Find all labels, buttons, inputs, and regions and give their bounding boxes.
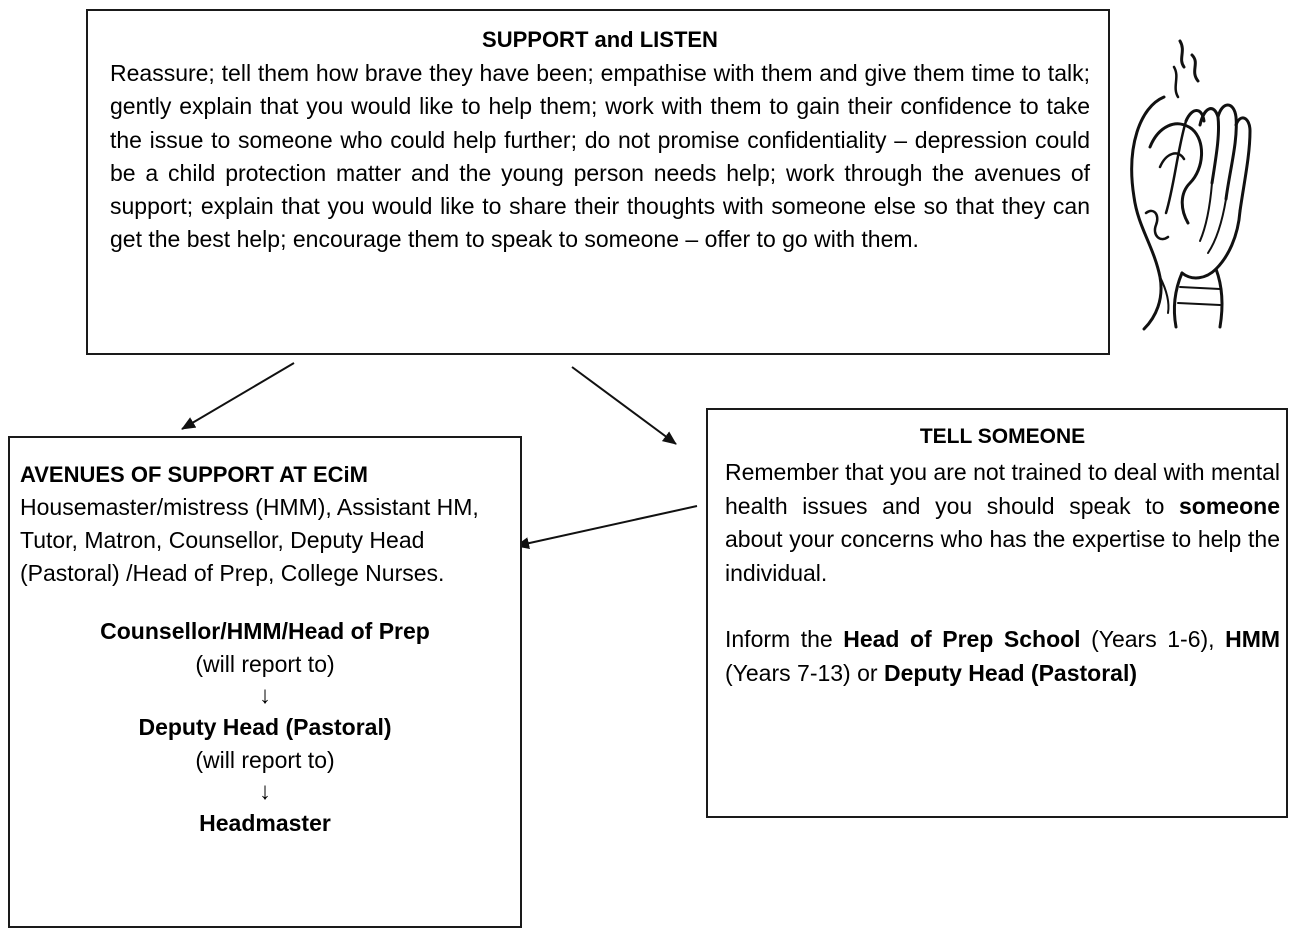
tell-p2-head-of-prep: Head of Prep School [843,626,1081,652]
arrow-to-avenues [181,362,295,430]
support-and-listen-box: SUPPORT and LISTEN Reassure; tell them h… [86,9,1110,355]
down-arrow-icon: ↓ [259,682,271,709]
tell-p2-years-7-13: (Years 7-13) or [725,659,884,686]
chain-report-1: (will report to) [195,651,335,677]
tell-p1-text: Remember that you are not trained to dea… [725,459,1280,519]
paragraph-gap [725,590,1280,623]
reporting-chain: Counsellor/HMM/Head of Prep (will report… [20,615,510,840]
chain-level-1: Counsellor/HMM/Head of Prep [100,618,430,644]
arrow-tell-to-avenues [515,505,698,550]
tell-p1-text-end: about your concerns who has the expertis… [725,526,1280,586]
tell-p2-text: Inform the [725,626,844,652]
chain-level-3: Headmaster [199,810,331,836]
tell-p1-bold: someone [1179,492,1280,519]
tell-paragraph-1: Remember that you are not trained to dea… [725,456,1280,590]
avenues-title: AVENUES OF SUPPORT AT ECiM [20,462,368,487]
ear-with-cupped-hand-icon [1130,39,1252,331]
avenues-of-support-box: AVENUES OF SUPPORT AT ECiM Housemaster/m… [8,436,522,928]
tell-paragraph-2: Inform the Head of Prep School (Years 1-… [725,623,1280,690]
chain-level-2: Deputy Head (Pastoral) [138,714,392,740]
chain-report-2: (will report to) [195,747,335,773]
support-title: SUPPORT and LISTEN [482,27,718,52]
tell-someone-box: TELL SOMEONE Remember that you are not t… [706,408,1288,818]
tell-p2-deputy-head: Deputy Head (Pastoral) [883,659,1138,686]
tell-p2-years-1-6: (Years 1-6), [1080,626,1226,652]
avenues-body: Housemaster/mistress (HMM), Assistant HM… [20,494,479,586]
down-arrow-icon: ↓ [259,778,271,805]
arrow-to-tell [571,366,677,445]
support-body: Reassure; tell them how brave they have … [110,60,1090,253]
tell-title: TELL SOMEONE [919,425,1086,448]
tell-p2-hmm: HMM [1225,626,1281,652]
